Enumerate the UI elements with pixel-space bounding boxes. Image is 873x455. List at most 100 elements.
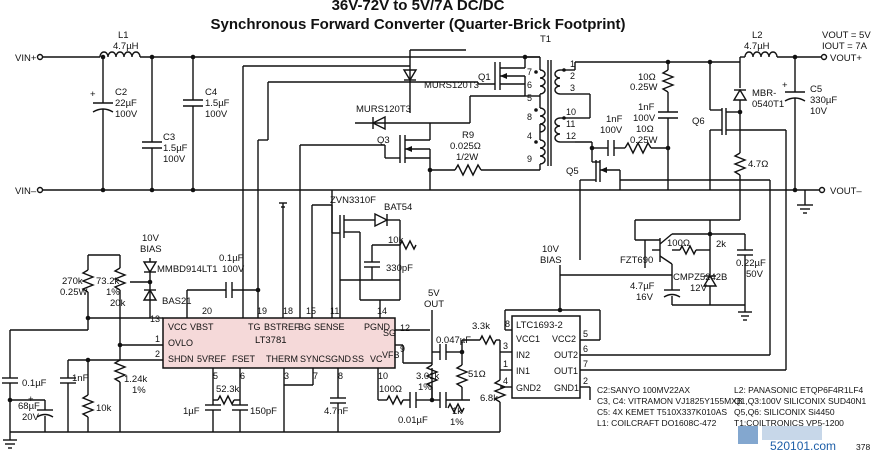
c1uf-value: 1µF [183, 406, 200, 417]
ltc-num-2: 2 [583, 376, 588, 386]
vout-plus-label: VOUT+ [830, 53, 862, 64]
c68-value-2: 20V [22, 412, 40, 423]
t1-pin-5: 5 [527, 93, 532, 103]
lt-num-14: 14 [377, 306, 387, 316]
bias-b-2: BIAS [540, 255, 562, 266]
vout-spec-1: VOUT = 5V [822, 30, 871, 41]
r301-value-1: 3.01k [416, 371, 439, 382]
r20k-value: 20k [110, 298, 126, 309]
l2-inductor [739, 51, 828, 62]
c4-value-2: 100V [205, 109, 228, 120]
r732-value-1: 73.2k [96, 276, 119, 287]
c1n-lower-value-1: 1nF [606, 114, 623, 125]
lt-num-20: 20 [202, 306, 212, 316]
lt-pin-vc: VC [370, 354, 383, 364]
lt-pin-fset: FSET [232, 354, 256, 364]
bias-input-a [130, 258, 158, 318]
r9-value-1: 0.025Ω [450, 141, 481, 152]
mmbd-label: MMBD914LT1 [157, 264, 218, 275]
q1-mosfet [478, 54, 528, 96]
fset-network [205, 368, 346, 432]
q3-label: Q3 [377, 135, 390, 146]
l1-label: L1 [118, 30, 129, 41]
ltc-pin-out1: OUT1 [554, 366, 578, 376]
lt-pin-vcc: VCC [168, 322, 188, 332]
c3-label: C3 [163, 132, 175, 143]
lt-pin-vref: 5VREF [197, 354, 227, 364]
lt-num-15: 15 [306, 306, 316, 316]
snubber-lower [589, 140, 671, 156]
r523-value: 52.3k [216, 384, 239, 395]
c5-value-2: 10V [810, 106, 828, 117]
r301-value-2: 1% [418, 382, 432, 393]
lt-pin-bg: BG [298, 322, 311, 332]
r270-value-2: 0.25W [60, 287, 87, 298]
lt-num-5: 5 [213, 371, 218, 381]
ground-right [797, 190, 813, 214]
bas21-label: BAS21 [162, 296, 192, 307]
lt-num-18: 18 [283, 306, 293, 316]
page-number: 378 [856, 442, 870, 452]
vin-minus-label: VIN– [15, 186, 37, 197]
r9-value-2: 1/2W [456, 152, 478, 163]
r1k-value-2: 1% [450, 417, 464, 428]
r10-lower-value-1: 10Ω [636, 124, 654, 135]
ltc-pin-in2: IN2 [516, 350, 530, 360]
c5-value-1: 330µF [810, 95, 837, 106]
r68k-value: 6.8k [480, 393, 498, 404]
lt-num-3: 3 [284, 371, 289, 381]
fzt-label: FZT690 [620, 255, 653, 266]
lt-pin-pgnd: PGND [364, 322, 391, 332]
ltc-num-6: 6 [583, 344, 588, 354]
note-c3c4: C3, C4: VITRAMON VJ1825Y155MXB [597, 396, 743, 406]
lt3781-label: LT3781 [255, 335, 287, 346]
c047-value: 0.047µF [436, 335, 471, 346]
l2-value: 4.7µH [744, 41, 770, 52]
c01b-value: 0.1µF [22, 378, 47, 389]
lt-num-7: 7 [313, 371, 318, 381]
c2-value-2: 100V [115, 109, 138, 120]
bias-regulator [559, 220, 753, 321]
c022-value-1: 0.22µF [736, 258, 766, 269]
c47u-value-1: 4.7µF [630, 281, 655, 292]
c3-value-1: 1.5µF [163, 143, 188, 154]
lt-pin-sgnd: SGND [325, 354, 352, 364]
t1-pin-7: 7 [527, 67, 532, 77]
lt-num-10: 10 [378, 371, 388, 381]
lt-num-19: 19 [257, 306, 267, 316]
zvn-bat54-network [311, 204, 417, 318]
q3-mosfet [299, 123, 431, 320]
c022-value-2: 50V [746, 269, 764, 280]
c3-value-2: 100V [163, 154, 186, 165]
t1-pin-1: 1 [570, 59, 575, 69]
c01a-value-2: 100V [222, 264, 245, 275]
secondary-wiring [574, 61, 740, 190]
murs-a-label: MURS120T3 [424, 80, 479, 91]
mbr-label-1: MBR- [752, 88, 776, 99]
ltc1693-ic [500, 129, 787, 400]
mbr-diode [732, 62, 748, 150]
note-q1q3: Q1,Q3:100V SILICONIX SUD40N1 [734, 396, 867, 406]
left-bottom-caps [2, 357, 500, 449]
c3-capacitor [142, 54, 162, 193]
t1-pin-2: 2 [570, 71, 575, 81]
t1-pin-4: 4 [527, 131, 532, 141]
r100b-value: 100Ω [667, 238, 690, 249]
c1nf-value: 1nF [72, 373, 89, 384]
r10k-a-value: 10k [388, 235, 404, 246]
t1-transformer [525, 56, 575, 170]
feedback-network [425, 310, 512, 432]
r10-lower-value-2: 0.25W [630, 135, 657, 146]
murs-diode-b [355, 95, 525, 131]
c5-capacitor [784, 54, 806, 193]
t1-pin-11: 11 [566, 119, 575, 129]
note-t1: T1:COILTRONICS VP5-1200 [734, 418, 844, 428]
ltc-num-1: 1 [503, 359, 508, 369]
lt-num-2: 2 [155, 349, 160, 359]
c2-label: C2 [115, 87, 127, 98]
c5-label: C5 [810, 84, 822, 95]
c1n-upper-value-1: 1nF [638, 102, 655, 113]
r10-upper [658, 59, 678, 190]
title-line-1: 36V-72V to 5V/7A DC/DC [332, 0, 505, 14]
lt-num-8: 8 [338, 371, 343, 381]
